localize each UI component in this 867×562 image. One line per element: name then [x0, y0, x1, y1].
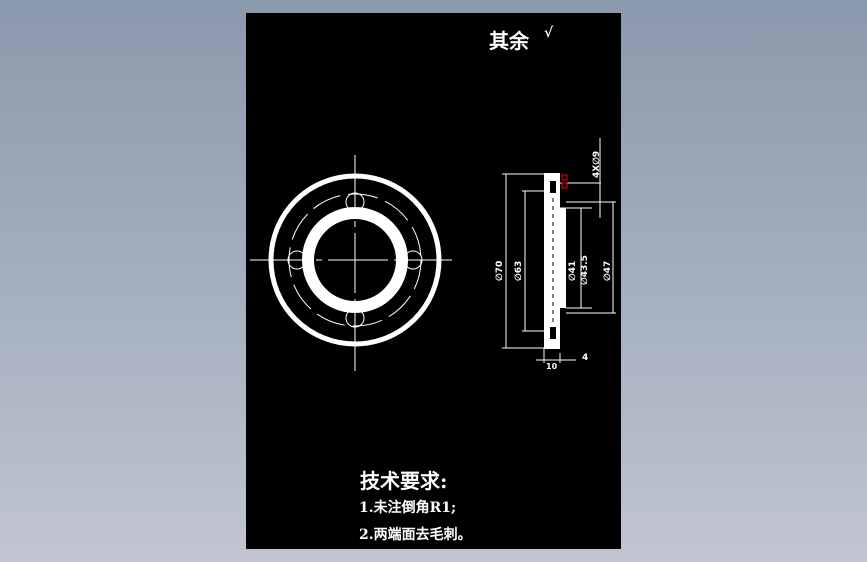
highlight-marker: [561, 174, 568, 189]
surface-roughness-note: 其余 √: [489, 25, 553, 54]
dim-bolt-circle: ∅63: [514, 260, 524, 281]
dim-width: 10: [546, 362, 558, 371]
dim-boss-inner: ∅43.5: [580, 255, 590, 285]
tech-requirements-title: 技术要求:: [360, 469, 448, 493]
drawing-canvas: [250, 138, 616, 371]
dim-holes: 4X∅9: [592, 150, 602, 178]
dim-step: 4: [582, 353, 589, 363]
dim-bore: ∅41: [568, 260, 578, 281]
dim-outer-diameter: ∅70: [495, 260, 505, 281]
tech-requirement-item: 2.两端面去毛刺。: [359, 527, 472, 543]
drawing-sheet: 其余 √ 4X∅9 ∅70 ∅63 ∅41 ∅43.5 ∅47 10 4 技术要…: [246, 13, 621, 549]
front-view: [250, 155, 452, 371]
tech-requirement-item: 1.未注倒角R1;: [359, 500, 457, 516]
roughness-symbol-icon: √: [543, 25, 554, 41]
side-view: [502, 138, 616, 363]
dim-boss-outer: ∅47: [603, 260, 613, 281]
roughness-label: 其余: [489, 29, 529, 53]
